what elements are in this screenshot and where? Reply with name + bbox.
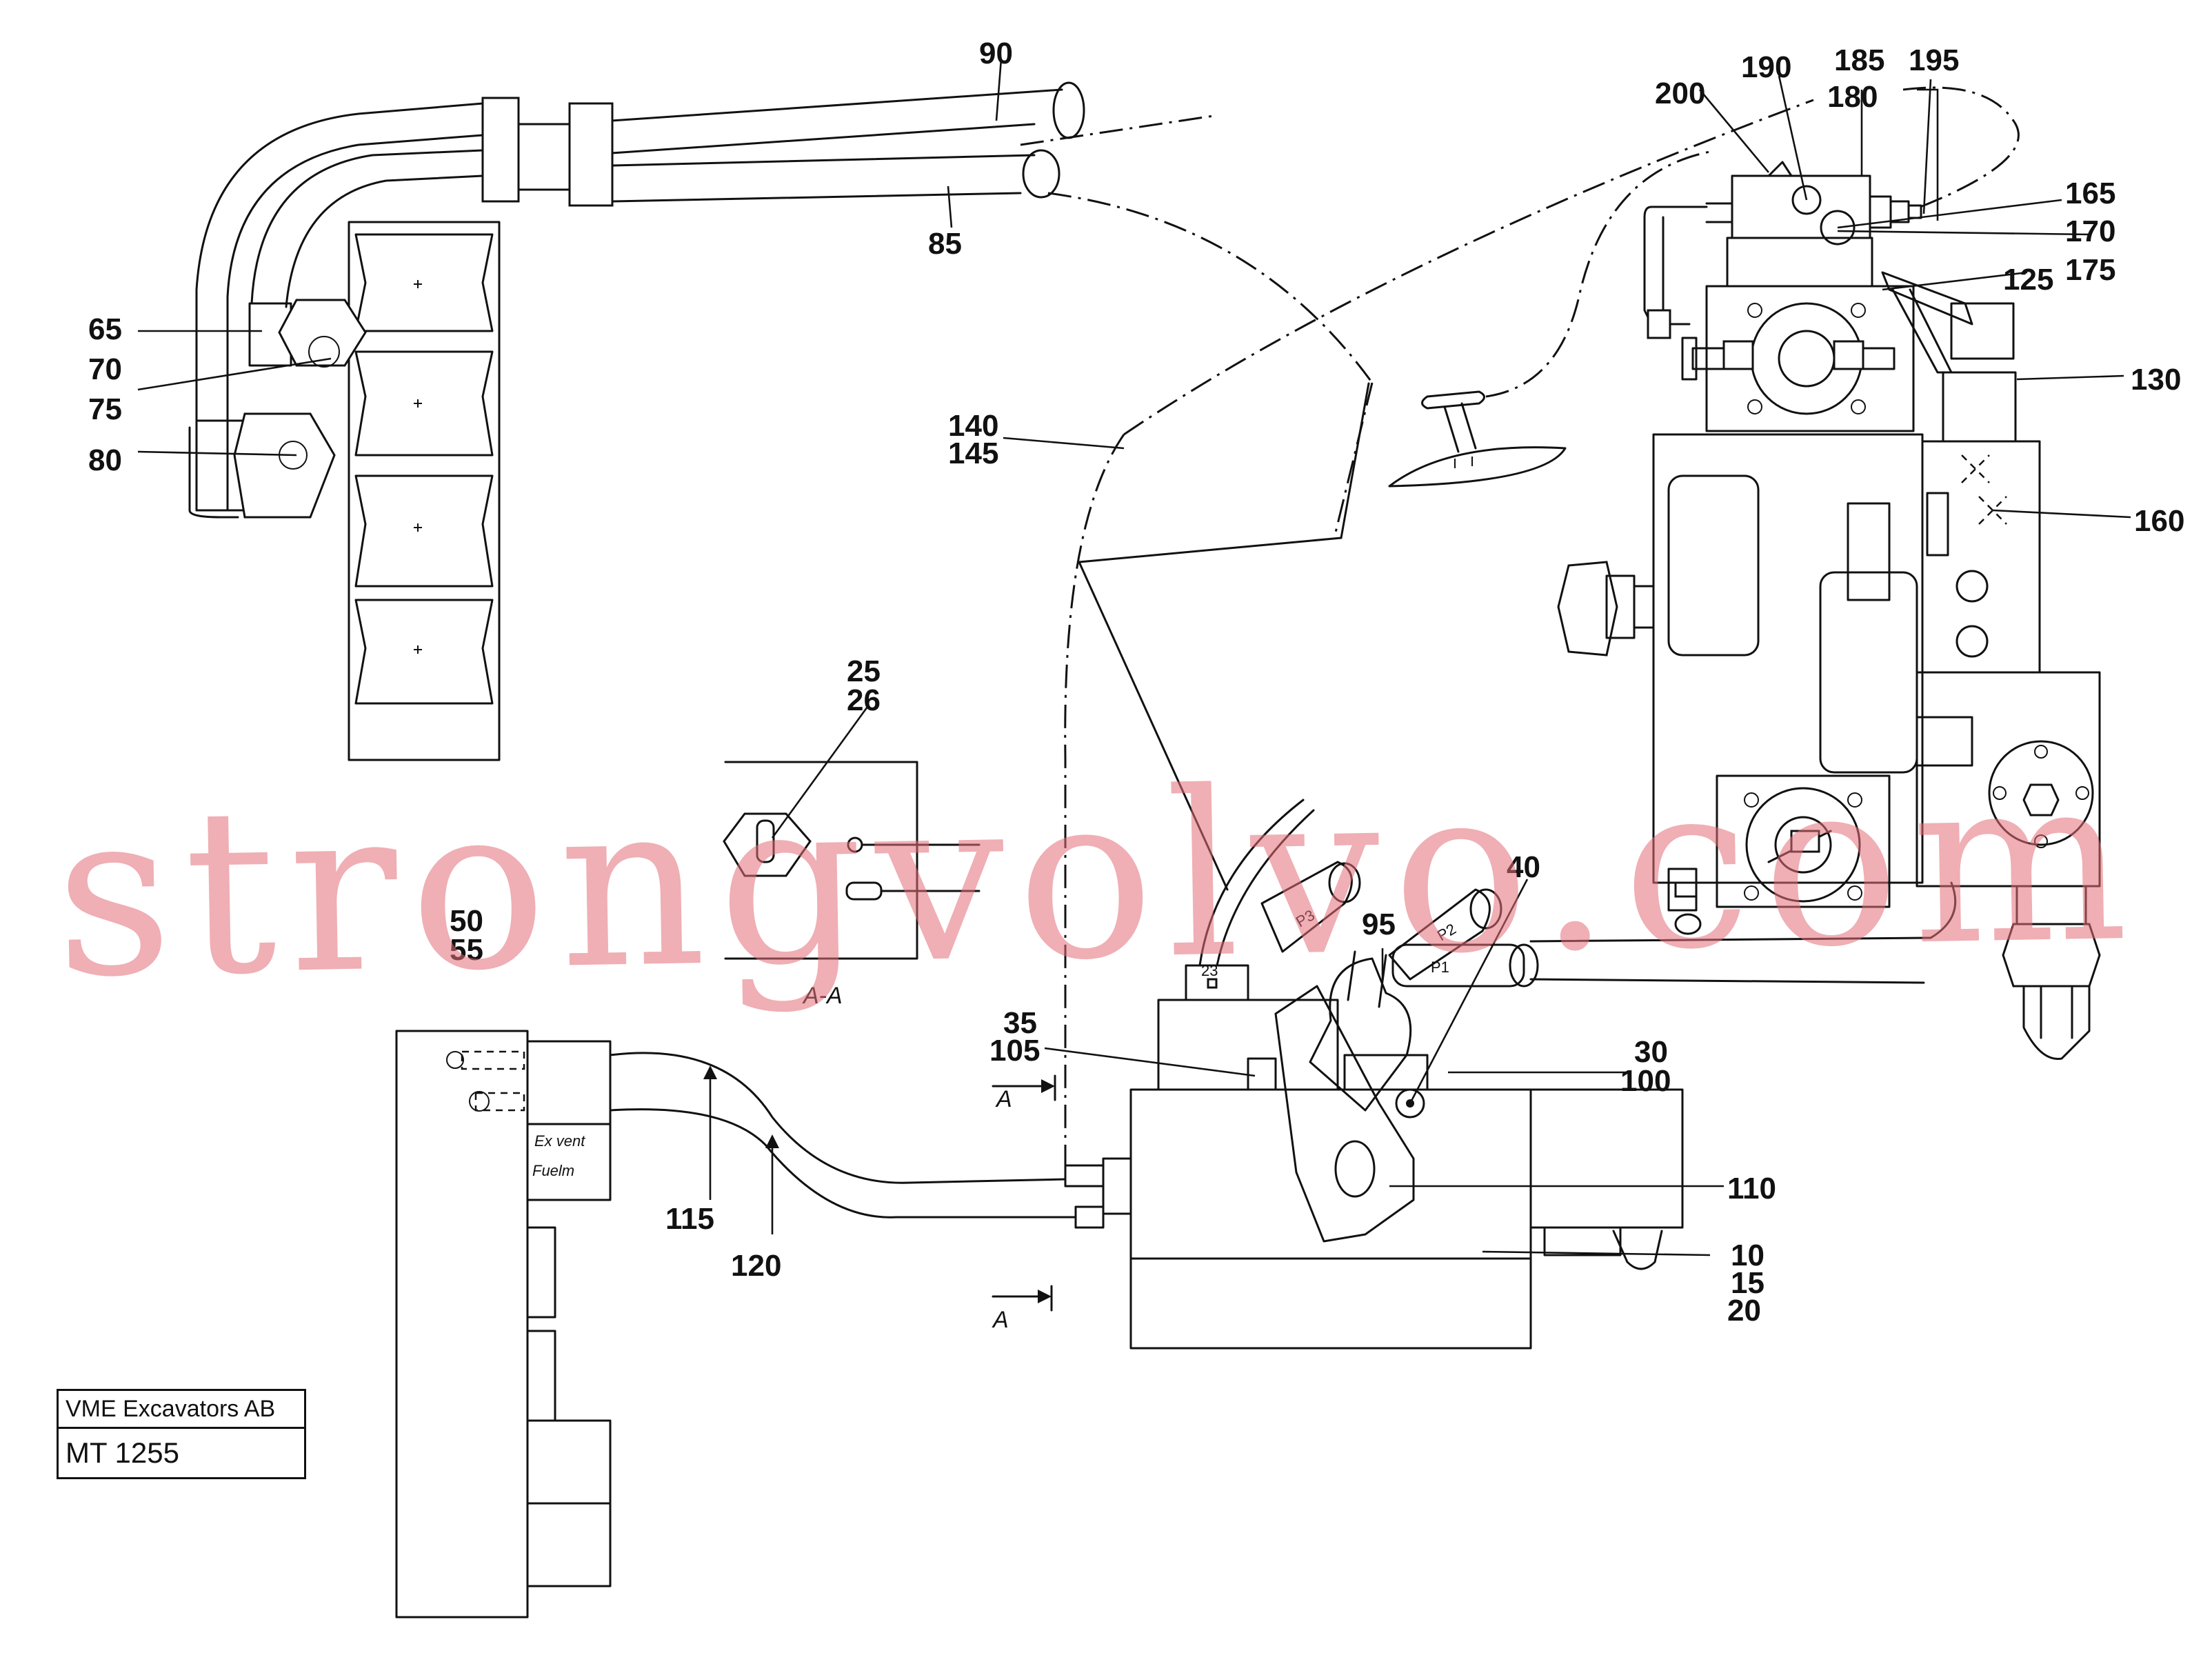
hose-route-line-2 [1333,382,1374,539]
port-p1-label: P1 [1431,959,1449,976]
hose-inner-bend-inner [285,174,484,308]
fitting-lower [188,412,336,519]
main-valve-housing [1064,799,1684,1350]
callout-160: 160 [2134,504,2184,538]
hose-outer-bend-inner [226,134,484,512]
port-p2-label: P2 [1434,920,1459,944]
callout-110: 110 [1727,1172,1776,1205]
pump-valve-assembly [1557,86,2101,1060]
callout-130: 130 [2131,363,2181,397]
pump-side-block [1916,671,2101,888]
hex-recess-1 [354,233,494,332]
callout-195: 195 [1909,43,1959,77]
control-panel-assembly [395,1030,1077,1619]
callout-labels: 90 85 65 70 75 80 140 145 25 26 50 55 35… [88,37,2184,1328]
callout-200: 200 [1655,77,1705,110]
section-a-a-label: A-A [802,983,843,1009]
port-p1-connector [1391,943,1525,988]
callout-95: 95 [1362,908,1396,941]
control-panel [395,1030,529,1619]
callout-90: 90 [979,37,1013,70]
valve-housing-10 [1129,1088,1532,1260]
callout-120: 120 [731,1249,781,1283]
section-a-a-view [723,761,981,960]
company-name: VME Excavators AB [59,1391,304,1429]
hex-recess-3 [354,474,494,588]
callout-180: 180 [1827,80,1878,114]
callout-25: 25 [847,654,881,688]
manifold-block [348,221,501,761]
swivel-nut-2 [568,102,614,207]
hose-manifold-assembly [188,81,1214,761]
callout-85: 85 [928,227,962,261]
callout-10: 10 [1731,1239,1764,1272]
hose-route-line-3 [1064,434,1125,1172]
callout-70: 70 [88,352,122,386]
callout-125-visible: 125 [2003,263,2053,297]
callout-75: 75 [88,392,122,426]
leader-lines [137,58,2131,1256]
hose-route-line-4 [1123,99,1814,436]
plate-text-line1: Ex vent [534,1132,585,1150]
hose-outer-bend [195,102,484,512]
callout-30: 30 [1634,1035,1668,1069]
elbow-fitting-110 [1274,985,1415,1243]
hex-recess-4 [354,599,494,705]
callout-105: 105 [989,1034,1040,1068]
section-arrow-label-upper: A [995,1086,1012,1112]
callout-145: 145 [948,437,998,470]
callout-55: 55 [450,933,483,967]
part-130 [1942,371,2017,443]
callout-50: 50 [450,904,483,938]
fitting-upper [248,299,367,368]
lever-handle [1388,150,1711,488]
section-arrow-label-lower: A [992,1307,1009,1333]
callout-175: 175 [2065,253,2115,287]
callout-170: 170 [2065,214,2115,248]
callout-100: 100 [1620,1064,1671,1098]
callout-190: 190 [1741,50,1791,84]
plate-text-line2: Fuelm [532,1162,574,1179]
plate-fuel [526,1123,612,1201]
hose-inner-bend [250,149,484,305]
pump-upper-body [1705,285,1915,432]
callout-26: 26 [847,683,881,717]
callout-80: 80 [88,443,122,477]
section-arrow-upper [992,1074,1056,1101]
swivel-nut-1 [481,97,520,203]
pump-main-body [1652,433,1924,884]
callout-65: 65 [88,312,122,346]
callout-15: 15 [1731,1266,1764,1300]
port-p2-connector [1388,888,1491,981]
callout-35: 35 [1003,1006,1037,1040]
callout-165: 165 [2065,177,2115,210]
callout-115: 115 [665,1202,714,1236]
tag-23: 23 [1201,962,1218,979]
port-p3-connector [1260,861,1353,953]
callout-20: 20 [1727,1294,1761,1328]
hose-route-line-1 [1047,192,1374,383]
section-arrow-lower [992,1285,1053,1312]
callout-140: 140 [948,409,998,443]
title-block: VME Excavators AB MT 1255 [57,1389,306,1479]
callout-40: 40 [1507,850,1540,884]
hex-recess-2 [354,350,494,457]
callout-185: 185 [1834,43,1884,77]
drawing-number: MT 1255 [66,1436,179,1469]
hose-to-p1 [1529,881,1957,943]
